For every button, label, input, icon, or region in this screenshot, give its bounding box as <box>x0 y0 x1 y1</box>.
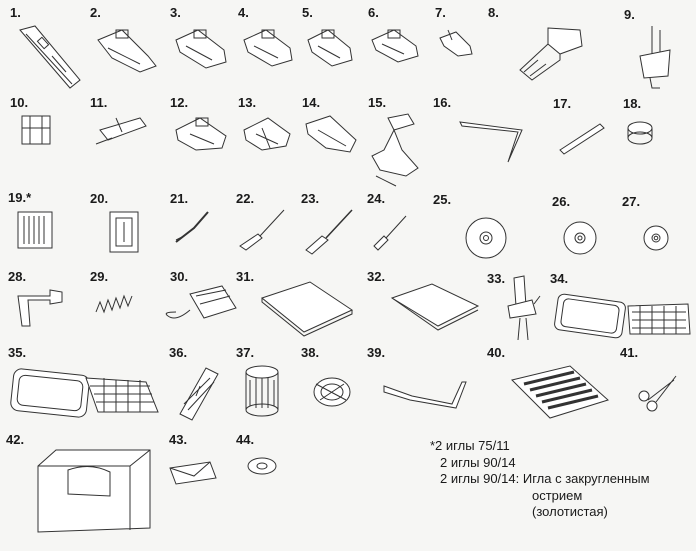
item-label-24: 24. <box>367 191 386 206</box>
footnote-line-4: острием <box>532 487 583 503</box>
spool-pin-icon <box>559 123 605 155</box>
item-label-16: 16. <box>433 95 452 110</box>
item-label-35: 35. <box>8 345 27 360</box>
item-label-14: 14. <box>302 95 321 110</box>
item-label-28: 28. <box>8 269 27 284</box>
foot-control-icon <box>165 285 237 319</box>
washer-icon <box>247 457 277 475</box>
item-label-37: 37. <box>236 345 255 360</box>
item-label-18: 18. <box>623 96 642 111</box>
envelope-icon <box>169 461 217 485</box>
presser-foot-icon <box>519 27 583 81</box>
bent-rod-icon <box>383 381 467 409</box>
embroidery-hoop-icon <box>10 368 90 418</box>
spool-cap-icon <box>643 225 669 251</box>
presser-foot-icon <box>439 29 473 57</box>
presser-foot-icon <box>305 115 357 153</box>
item-label-3: 3. <box>170 5 181 20</box>
item-label-19: 19.* <box>8 190 32 205</box>
footnote-line-5: (золотистая) <box>532 504 608 519</box>
item-label-29: 29. <box>90 269 109 284</box>
item-label-43: 43. <box>169 432 188 447</box>
presser-foot-icon <box>243 117 291 151</box>
item-label-38: 38. <box>301 345 320 360</box>
footnote-line-1: *2 иглы 75/11 <box>430 438 510 453</box>
item-label-11: 11. <box>90 95 108 110</box>
item-label-34: 34. <box>550 271 569 286</box>
presser-foot-icon <box>95 117 147 145</box>
embroidery-foot-icon <box>507 275 541 341</box>
grid-sheet-icon <box>627 303 691 335</box>
item-label-10: 10. <box>10 95 29 110</box>
item-label-8: 8. <box>488 5 499 20</box>
item-label-25: 25. <box>433 192 452 207</box>
brush-icon <box>175 211 209 243</box>
label-sheet-icon <box>511 365 609 419</box>
item-label-32: 32. <box>367 269 386 284</box>
spring-icon <box>95 294 133 314</box>
bobbin-icon <box>627 121 653 145</box>
presser-foot-icon <box>243 29 293 67</box>
presser-foot-icon <box>175 117 227 151</box>
buttonhole-foot-icon <box>19 25 81 89</box>
felt-pad-icon <box>260 281 354 337</box>
item-label-26: 26. <box>552 194 571 209</box>
item-label-7: 7. <box>435 5 446 20</box>
item-label-1: 1. <box>10 5 21 20</box>
footnote-line-2: 2 иглы 90/14 <box>440 454 516 470</box>
item-label-33: 33. <box>487 271 506 286</box>
presser-foot-icon <box>371 29 419 63</box>
item-label-4: 4. <box>238 5 249 20</box>
bobbin-case-icon <box>313 377 351 407</box>
needle-footnote: *2 иглы 75/11 2 иглы 90/14 2 иглы 90/14:… <box>430 438 650 521</box>
presser-foot-icon <box>175 29 227 69</box>
item-label-41: 41. <box>620 345 639 360</box>
grid-sheet-icon <box>85 377 159 413</box>
spool-pin-icon <box>17 289 63 327</box>
dust-cover-icon <box>37 449 151 533</box>
presser-foot-icon <box>97 29 157 73</box>
screwdriver-icon <box>305 209 353 255</box>
item-label-5: 5. <box>302 5 313 20</box>
item-label-39: 39. <box>367 345 386 360</box>
item-label-15: 15. <box>368 95 387 110</box>
presser-foot-icon <box>307 29 353 67</box>
needle-case-icon <box>17 211 53 249</box>
item-label-2: 2. <box>90 5 101 20</box>
screwdriver-icon <box>373 215 407 251</box>
item-label-27: 27. <box>622 194 641 209</box>
item-label-40: 40. <box>487 345 506 360</box>
footnote-line-3: 2 иглы 90/14: Игла с закругленным <box>440 471 650 486</box>
item-label-22: 22. <box>236 191 255 206</box>
item-label-12: 12. <box>170 95 189 110</box>
item-label-23: 23. <box>301 191 320 206</box>
item-label-20: 20. <box>90 191 109 206</box>
item-label-36: 36. <box>169 345 188 360</box>
embroidery-hoop-icon <box>554 293 626 339</box>
item-label-17: 17. <box>553 96 572 111</box>
cloth-icon <box>390 283 480 331</box>
item-label-42: 42. <box>6 432 25 447</box>
item-label-9: 9. <box>624 7 635 22</box>
spool-cap-icon <box>563 221 597 255</box>
presser-foot-icon <box>371 113 419 187</box>
bent-rod-icon <box>459 121 523 163</box>
thread-net-icon <box>179 367 219 421</box>
item-label-21: 21. <box>170 191 189 206</box>
item-label-13: 13. <box>238 95 257 110</box>
spool-cap-icon <box>465 217 507 259</box>
item-label-6: 6. <box>368 5 379 20</box>
presser-foot-icon <box>21 115 51 145</box>
thread-spool-icon <box>245 365 279 417</box>
item-label-30: 30. <box>170 269 189 284</box>
item-label-31: 31. <box>236 269 255 284</box>
seam-ripper-icon <box>239 209 285 251</box>
presser-foot-icon <box>639 26 671 89</box>
needle-case-icon <box>109 211 139 253</box>
scissors-icon <box>638 375 677 412</box>
item-label-44: 44. <box>236 432 255 447</box>
